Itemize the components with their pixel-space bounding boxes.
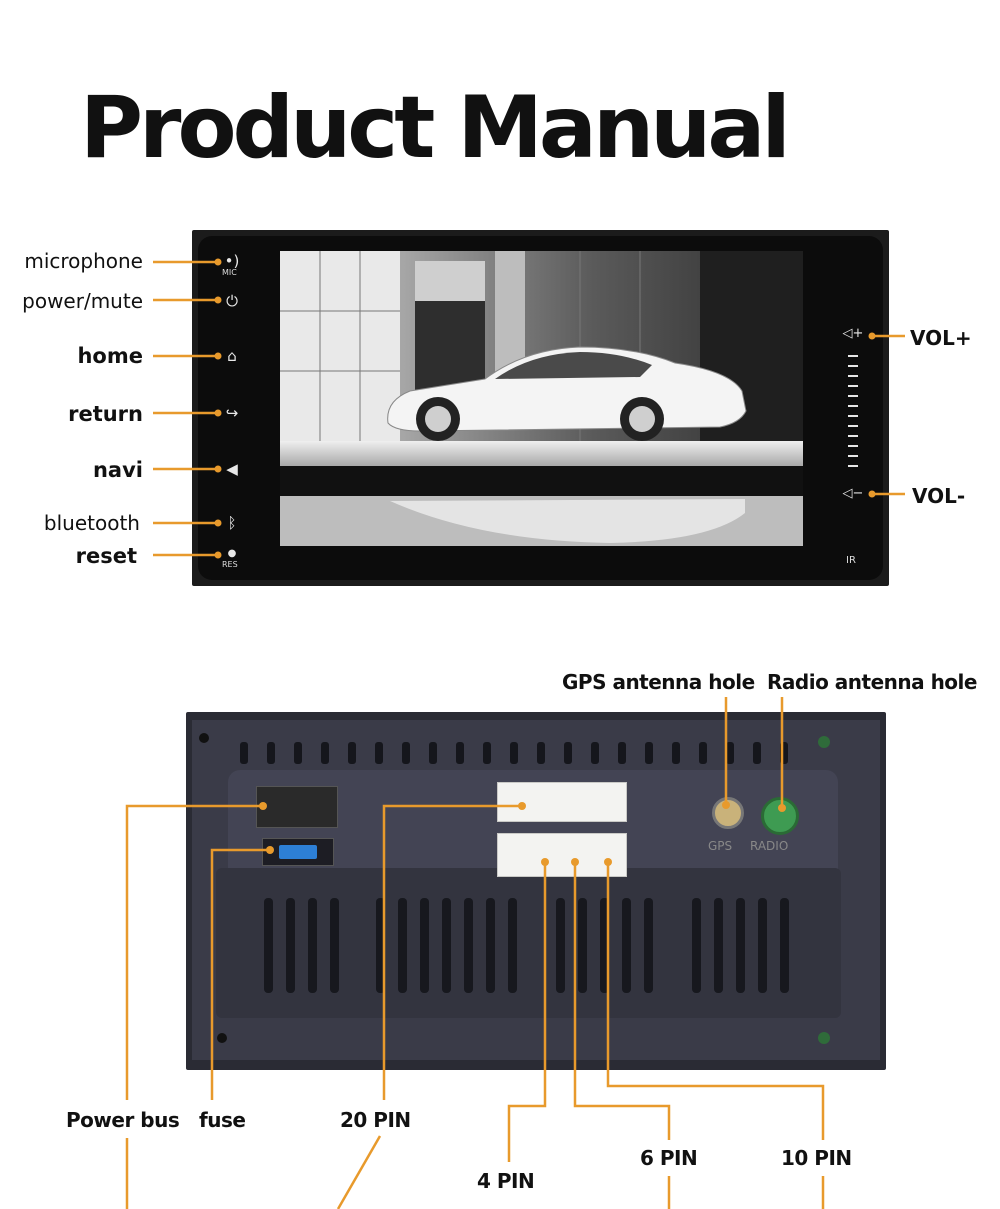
- reset-hole-icon[interactable]: ●: [227, 548, 237, 559]
- label-vol-up: VOL+: [910, 326, 972, 350]
- fuse-blade[interactable]: [279, 845, 317, 859]
- label-10-pin: 10 PIN: [781, 1146, 852, 1170]
- volume-level-bar[interactable]: [848, 355, 858, 473]
- rear-lower-slots: [264, 898, 789, 993]
- label-fuse: fuse: [199, 1108, 246, 1132]
- page-title: Product Manual: [80, 78, 791, 178]
- display-screen: [280, 251, 803, 546]
- navi-arrow-icon[interactable]: ◀: [226, 460, 238, 478]
- label-bluetooth: bluetooth: [43, 511, 140, 535]
- volume-down-icon[interactable]: ◁−: [842, 486, 864, 501]
- connector-4-6-10pin[interactable]: [497, 833, 627, 877]
- label-vol-down: VOL-: [912, 484, 966, 508]
- label-microphone: microphone: [24, 249, 143, 273]
- ir-marking: IR: [846, 555, 856, 566]
- bluetooth-icon[interactable]: ᛒ: [227, 514, 237, 532]
- label-power-mute: power/mute: [22, 289, 143, 313]
- label-radio-antenna-hole: Radio antenna hole: [767, 670, 977, 694]
- label-4-pin: 4 PIN: [477, 1169, 535, 1193]
- label-6-pin: 6 PIN: [640, 1146, 698, 1170]
- rear-vent-slots: [199, 733, 830, 1044]
- label-reset: reset: [75, 544, 137, 568]
- connector-20pin[interactable]: [497, 782, 627, 822]
- home-icon[interactable]: ⌂: [227, 347, 237, 365]
- volume-up-icon[interactable]: ◁+: [842, 326, 864, 341]
- fuse-holder: [262, 838, 334, 866]
- mic-marking: MIC: [222, 268, 237, 277]
- label-home: home: [77, 344, 143, 368]
- radio-antenna-port[interactable]: [761, 797, 799, 835]
- label-20-pin: 20 PIN: [340, 1108, 411, 1132]
- radio-engraving: RADIO: [750, 839, 789, 853]
- label-navi: navi: [92, 458, 143, 482]
- car-wallpaper-image: [280, 251, 803, 546]
- label-gps-antenna-hole: GPS antenna hole: [562, 670, 755, 694]
- res-marking: RES: [222, 560, 238, 569]
- rear-lower-plate: [216, 868, 841, 1018]
- label-power-bus: Power bus: [66, 1108, 180, 1132]
- return-icon[interactable]: ↪: [225, 404, 239, 422]
- mic-dot-icon: •): [224, 252, 240, 270]
- label-return: return: [68, 402, 143, 426]
- power-icon[interactable]: ⏻: [226, 292, 238, 310]
- gps-engraving: GPS: [708, 839, 733, 853]
